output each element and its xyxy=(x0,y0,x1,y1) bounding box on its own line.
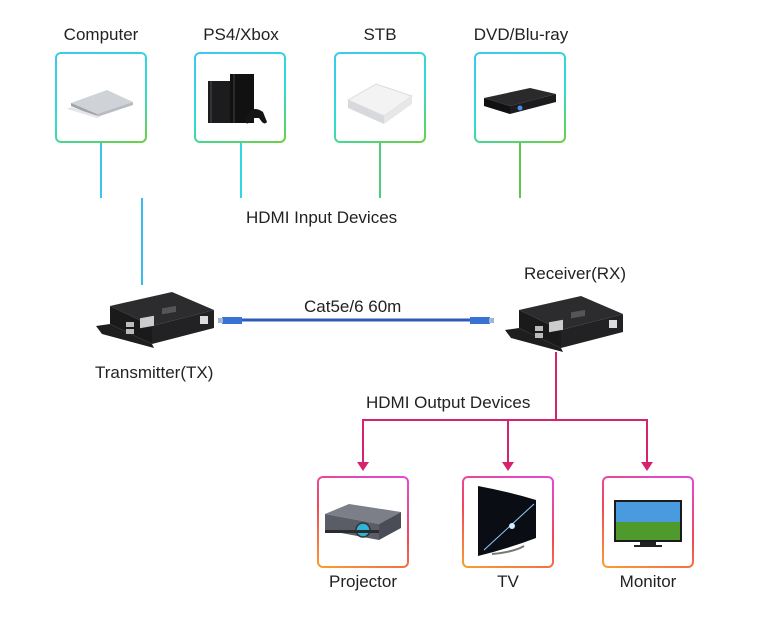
device-label-computer: Computer xyxy=(63,25,139,44)
arrow-projector xyxy=(357,462,369,471)
arrow-monitor xyxy=(641,462,653,471)
game-console-icon xyxy=(208,74,267,124)
device-box-tv xyxy=(462,476,554,568)
network-cable xyxy=(218,317,494,324)
arrow-tv xyxy=(502,462,514,471)
device-label-ps4-xbox: PS4/Xbox xyxy=(203,25,279,44)
device-box-monitor xyxy=(602,476,694,568)
projector-icon xyxy=(325,504,401,540)
dvd-player-icon xyxy=(484,88,556,114)
output-group-title: HDMI Output Devices xyxy=(366,393,531,412)
device-label-stb: STB xyxy=(363,25,397,44)
device-label-monitor: Monitor xyxy=(619,572,677,591)
device-box-ps4-xbox xyxy=(194,52,286,143)
receiver-device xyxy=(505,290,625,361)
device-box-dvd xyxy=(474,52,566,143)
device-box-computer xyxy=(55,52,147,143)
device-label-tv: TV xyxy=(497,572,519,591)
device-box-stb xyxy=(334,52,426,143)
transmitter-device xyxy=(96,286,216,357)
receiver-label: Receiver(RX) xyxy=(524,264,627,283)
set-top-box-icon xyxy=(346,83,414,124)
curved-tv-icon xyxy=(478,486,536,556)
hdmi-extender-receiver-icon xyxy=(505,296,623,352)
cable-label: Cat5e/6 60m xyxy=(304,297,402,316)
transmitter-label: Transmitter(TX) xyxy=(95,363,214,382)
device-label-dvd: DVD/Blu-ray xyxy=(473,25,569,44)
laptop-icon xyxy=(67,90,133,118)
hdmi-extender-transmitter-icon xyxy=(96,292,214,348)
device-box-projector xyxy=(317,476,409,568)
monitor-icon xyxy=(614,500,682,547)
device-label-projector: Projector xyxy=(328,572,398,591)
input-group-title: HDMI Input Devices xyxy=(246,208,398,227)
